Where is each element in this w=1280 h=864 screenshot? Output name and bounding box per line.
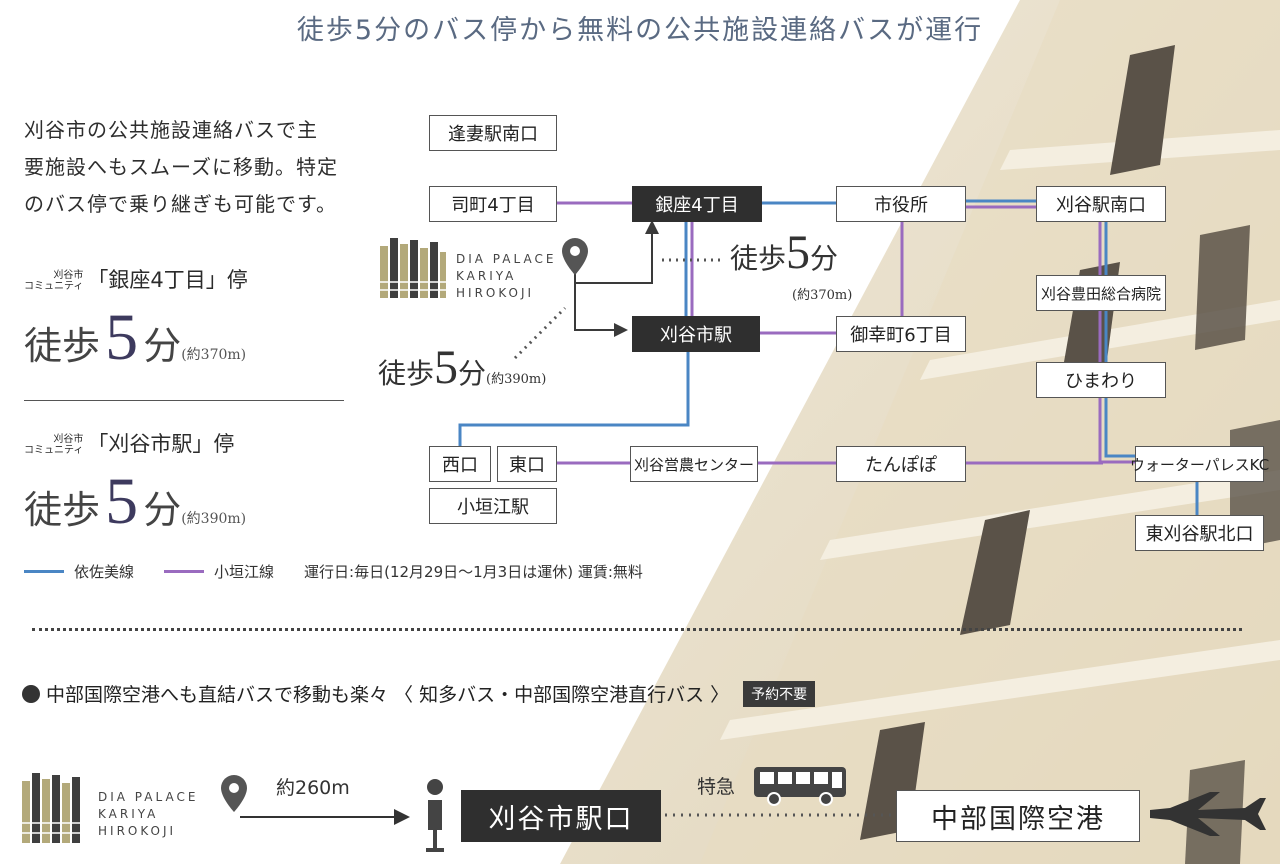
stop-ogakie: 小垣江駅 — [429, 488, 557, 524]
page-title: 徒歩5分のバス停から無料の公共施設連絡バスが運行 — [296, 15, 984, 46]
bus-stop-icon — [426, 779, 444, 852]
separator — [24, 400, 344, 401]
walk-label-370: 徒歩5分 — [730, 226, 839, 279]
chubu-airport-box: 中部国際空港 — [896, 790, 1140, 842]
stop-ginza-heading: 刈谷市コミュニティ「銀座4丁目」停 — [24, 268, 248, 292]
dia-palace-logo-bottom — [22, 773, 80, 843]
stop-shiyakusho: 市役所 — [836, 186, 966, 222]
walk-ginza: 徒歩 5 分(約370m) — [24, 301, 247, 374]
location-pin-icon — [562, 238, 588, 275]
legend-info: 運行日:毎日(12月29日〜1月3日は運休) 運賃:無料 — [304, 563, 643, 581]
stop-water-palace: ウォーターパレスKC — [1130, 446, 1269, 482]
stop-higashikariya: 東刈谷駅北口 — [1135, 515, 1264, 551]
stop-kariya-minami: 刈谷駅南口 — [1036, 186, 1166, 222]
bus-icon — [754, 767, 846, 806]
stop-tsukasa: 司町4丁目 — [429, 186, 557, 222]
stop-kariyashi-heading: 刈谷市コミュニティ「刈谷市駅」停 — [24, 432, 235, 456]
stop-miyuki: 御幸町6丁目 — [836, 316, 966, 352]
stop-tanpopo: たんぽぽ — [836, 446, 966, 482]
stop-eino-center: 刈谷営農センター — [630, 446, 758, 482]
kariyashi-ekiguchi-box: 刈谷市駅口 — [461, 790, 661, 842]
stop-ginza: 銀座4丁目 — [632, 186, 762, 222]
location-pin-icon-bottom — [221, 775, 247, 812]
walk-dist-370: (約370m) — [792, 288, 853, 303]
stop-oitsuma: 逢妻駅南口 — [429, 115, 557, 151]
airport-heading: 中部国際空港へも直結バスで移動も楽々 〈 知多バス・中部国際空港直行バス 〉 予… — [22, 680, 816, 707]
distance-label: 約260m — [276, 777, 350, 799]
route-legend: 依佐美線 小垣江線 運行日:毎日(12月29日〜1月3日は運休) 運賃:無料 — [24, 561, 673, 582]
section-divider — [32, 628, 1242, 631]
legend-line2: 小垣江線 — [164, 561, 274, 582]
dia-palace-logo — [380, 238, 446, 298]
walk-label-390: 徒歩5分(約390m) — [378, 341, 547, 394]
stop-toyota-hospital: 刈谷豊田総合病院 — [1036, 275, 1166, 311]
stop-kariyashi-eki: 刈谷市駅 — [632, 316, 760, 352]
stop-himawari: ひまわり — [1036, 362, 1166, 398]
express-label: 特急 — [697, 776, 736, 798]
intro-text: 刈谷市の公共施設連絡バスで主 要施設へもスムーズに移動。特定 のバス停で乗り継ぎ… — [24, 118, 338, 216]
airplane-icon — [1150, 792, 1266, 836]
stop-nishiguchi: 西口 — [429, 446, 491, 482]
stop-higashiguchi: 東口 — [497, 446, 557, 482]
no-reservation-badge: 予約不要 — [743, 680, 816, 707]
legend-line1: 依佐美線 — [24, 561, 134, 582]
walk-kariyashi: 徒歩 5 分(約390m) — [24, 465, 247, 538]
